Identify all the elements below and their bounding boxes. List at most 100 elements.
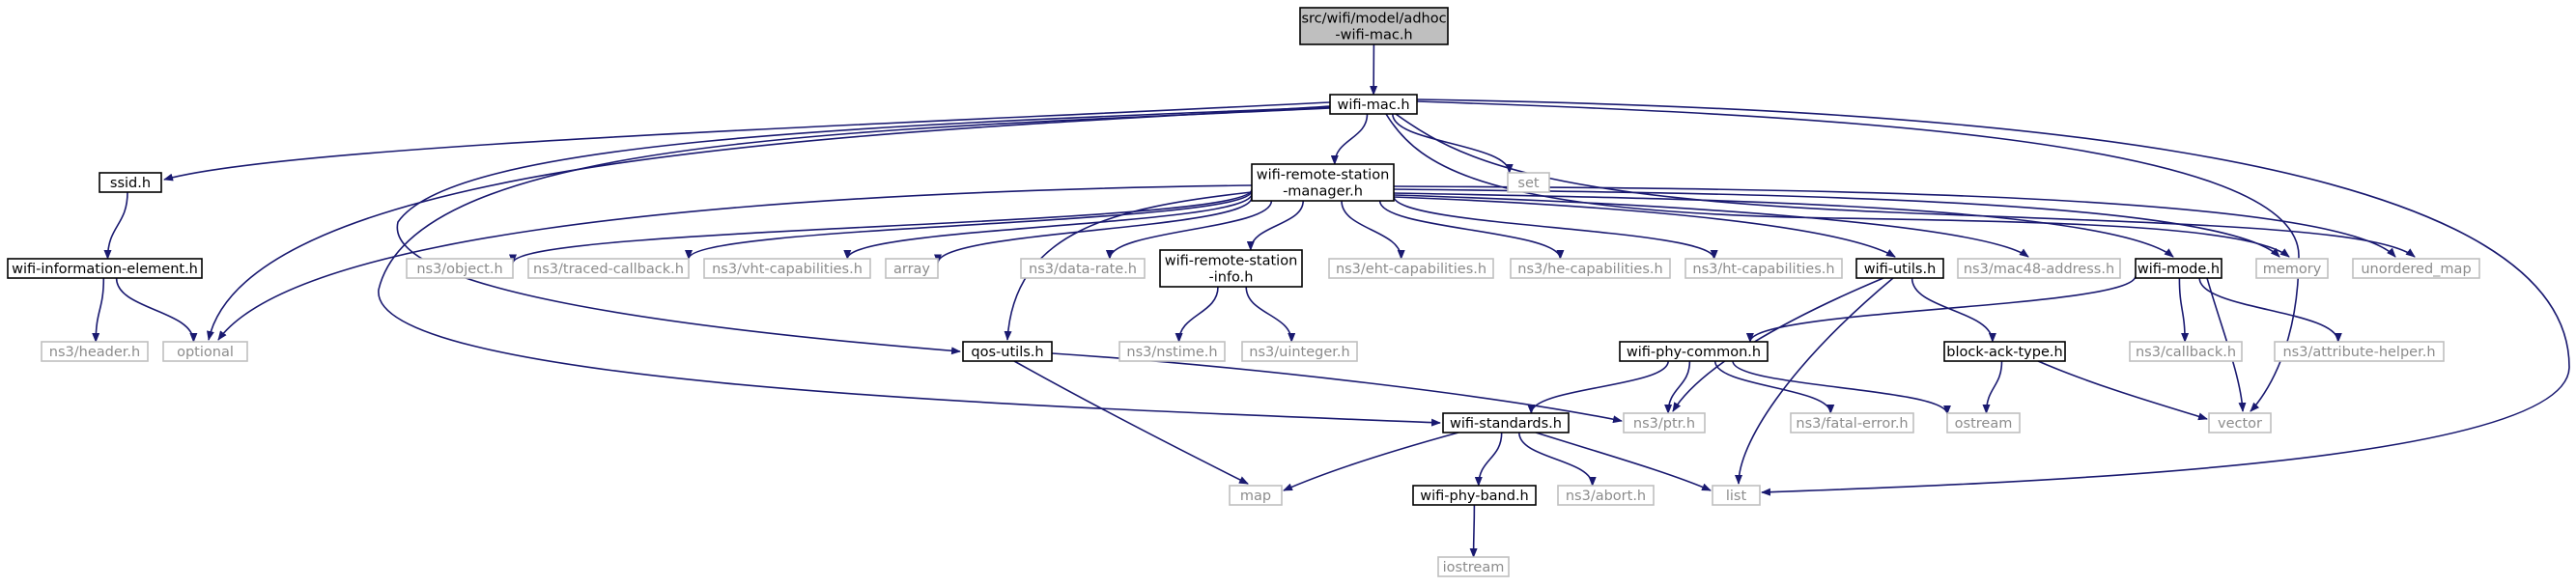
node-block-ack-type[interactable]: block-ack-type.h <box>1943 341 2066 362</box>
node-ns3-eht-capabilities: ns3/eht-capabilities.h <box>1328 258 1494 279</box>
edge-wifi-remote-station-manager-to-wifi-remote-station-info <box>1246 200 1304 251</box>
node-box <box>1442 412 1570 433</box>
node-label: ns3/fatal-error.h <box>1796 416 1908 432</box>
node-box <box>2129 341 2243 362</box>
node-label: ns3/eht-capabilities.h <box>1336 262 1486 277</box>
node-ns3-ptr: ns3/ptr.h <box>1623 412 1706 433</box>
edge-wifi-phy-common-to-ns3-ptr <box>1664 360 1691 414</box>
node-label: ns3/traced-callback.h <box>533 262 684 277</box>
node-root[interactable]: src/wifi/model/adhoc-wifi-mac.h <box>1299 7 1449 45</box>
node-wifi-information-element[interactable]: wifi-information-element.h <box>7 258 203 279</box>
node-ns3-vht-capabilities: ns3/vht-capabilities.h <box>703 258 871 279</box>
node-iostream: iostream <box>1437 556 1510 577</box>
edge-wifi-remote-station-manager-to-array <box>934 197 1253 265</box>
node-box <box>406 258 514 279</box>
node-box <box>2135 258 2222 279</box>
edge-wifi-remote-station-manager-to-ns3-traced-callback <box>685 190 1253 260</box>
node-label: wifi-information-element.h <box>12 262 198 277</box>
node-box <box>1437 556 1510 577</box>
node-box <box>885 258 939 279</box>
edge-block-ack-type-to-ostream <box>1982 360 2003 414</box>
edges-layer <box>92 43 2570 558</box>
node-wifi-standards[interactable]: wifi-standards.h <box>1442 412 1570 433</box>
node-box <box>1510 258 1671 279</box>
nodes-layer: src/wifi/model/adhoc-wifi-mac.h wifi-mac.… <box>7 7 2480 577</box>
edge-qos-utils-to-map <box>1013 360 1249 485</box>
node-wifi-utils[interactable]: wifi-utils.h <box>1855 258 1944 279</box>
edge-wifi-mac-to-memory <box>1385 113 2290 258</box>
node-box <box>1943 341 2066 362</box>
node-label: qos-utils.h <box>971 345 1043 360</box>
edge-block-ack-type-to-vector <box>2037 360 2208 421</box>
node-ns3-traced-callback: ns3/traced-callback.h <box>527 258 690 279</box>
node-box <box>703 258 871 279</box>
node-ns3-data-rate: ns3/data-rate.h <box>1020 258 1146 279</box>
node-box <box>1251 163 1395 202</box>
node-label: -manager.h <box>1283 183 1363 199</box>
node-label: ns3/callback.h <box>2136 345 2236 360</box>
edge-wifi-remote-station-manager-to-ns3-vht-capabilities <box>843 193 1253 260</box>
edge-wifi-remote-station-manager-to-ns3-mac48-address <box>1393 194 2029 258</box>
node-wifi-remote-station-manager[interactable]: wifi-remote-station-manager.h <box>1251 163 1395 202</box>
node-box <box>1229 485 1283 506</box>
edge-wifi-remote-station-manager-to-optional <box>217 184 1253 341</box>
node-label: ssid.h <box>110 176 151 191</box>
node-wifi-mac[interactable]: wifi-mac.h <box>1329 94 1418 115</box>
node-box <box>1020 258 1146 279</box>
node-wifi-phy-band[interactable]: wifi-phy-band.h <box>1412 485 1537 506</box>
node-label: ns3/nstime.h <box>1126 345 1217 360</box>
node-list: list <box>1712 485 1761 506</box>
node-label: ns3/data-rate.h <box>1029 262 1137 277</box>
node-label: wifi-mode.h <box>2137 262 2220 277</box>
edge-wifi-information-element-to-ns3-header <box>92 277 105 343</box>
node-box <box>2274 341 2445 362</box>
edge-wifi-mac-to-unordered_map <box>1395 113 2416 258</box>
node-box <box>1241 341 1358 362</box>
edge-wifi-remote-station-manager-to-unordered_map <box>1393 185 2396 258</box>
node-ns3-mac48-address: ns3/mac48-address.h <box>1957 258 2121 279</box>
node-label: wifi-mac.h <box>1337 98 1409 113</box>
node-box <box>2352 258 2480 279</box>
node-ns3-he-capabilities: ns3/he-capabilities.h <box>1510 258 1671 279</box>
node-ns3-abort: ns3/abort.h <box>1557 485 1655 506</box>
node-box <box>1957 258 2121 279</box>
node-label: wifi-phy-common.h <box>1627 345 1761 360</box>
edge-wifi-mac-to-wifi-standards <box>378 107 1441 427</box>
node-label: memory <box>2263 262 2322 277</box>
node-box <box>1299 7 1449 45</box>
node-wifi-mode[interactable]: wifi-mode.h <box>2135 258 2222 279</box>
node-ns3-uinteger: ns3/uinteger.h <box>1241 341 1358 362</box>
edge-wifi-phy-band-to-iostream <box>1469 504 1478 558</box>
node-box <box>1118 341 1226 362</box>
edge-wifi-standards-to-wifi-phy-band <box>1474 432 1503 487</box>
edge-wifi-phy-common-to-ostream <box>1732 360 1951 415</box>
node-box <box>1619 341 1769 362</box>
node-box <box>527 258 690 279</box>
node-ostream: ostream <box>1946 412 2021 433</box>
node-ssid[interactable]: ssid.h <box>99 172 162 193</box>
node-label: ns3/he-capabilities.h <box>1517 262 1662 277</box>
edge-wifi-remote-station-manager-to-wifi-mode <box>1393 192 2174 258</box>
node-wifi-remote-station-info[interactable]: wifi-remote-station-info.h <box>1159 249 1303 288</box>
node-label: array <box>893 262 930 277</box>
edge-wifi-remote-station-manager-to-ns3-object <box>509 188 1253 265</box>
node-label: ns3/vht-capabilities.h <box>712 262 863 277</box>
node-ns3-nstime: ns3/nstime.h <box>1118 341 1226 362</box>
edge-wifi-utils-to-list <box>1735 277 1894 485</box>
node-array: array <box>885 258 939 279</box>
node-label: ostream <box>1955 416 2013 432</box>
node-label: unordered_map <box>2361 262 2471 277</box>
node-label: wifi-remote-station <box>1257 167 1390 182</box>
node-qos-utils[interactable]: qos-utils.h <box>962 341 1053 362</box>
edge-wifi-mode-to-wifi-phy-common <box>1746 275 2137 343</box>
node-optional: optional <box>162 341 248 362</box>
node-wifi-phy-common[interactable]: wifi-phy-common.h <box>1619 341 1769 362</box>
node-box <box>1159 249 1303 288</box>
node-box <box>1855 258 1944 279</box>
edge-wifi-standards-to-ns3-abort <box>1518 432 1597 487</box>
node-set: set <box>1507 172 1550 193</box>
edge-wifi-phy-common-to-wifi-standards <box>1527 360 1669 414</box>
node-box <box>1712 485 1761 506</box>
edge-wifi-mac-to-qos-utils <box>396 106 1331 355</box>
edge-wifi-remote-station-manager-to-ns3-he-capabilities <box>1378 200 1565 260</box>
